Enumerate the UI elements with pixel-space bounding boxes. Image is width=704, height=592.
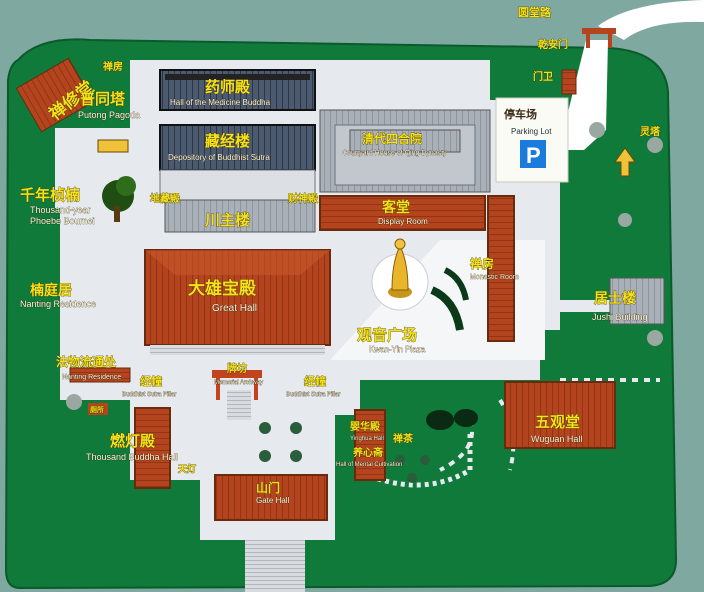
- tree-icon: [647, 330, 663, 346]
- jingchuang-right-cn: 经幢: [304, 374, 326, 388]
- yaoshi-label-en: Hall of the Medicine Buddha: [170, 98, 271, 107]
- cangjing-building[interactable]: [159, 124, 316, 201]
- qiannian-label-cn: 千年桢楠: [20, 186, 80, 204]
- chanxiu-hall[interactable]: [15, 57, 95, 133]
- chuanzhu-label: 川主楼: [204, 211, 250, 229]
- guard-label: 门卫: [533, 70, 553, 83]
- qing-courtyard[interactable]: [319, 109, 491, 193]
- jingchuang-left-en: Buddhist Sutra Pillar: [122, 392, 176, 398]
- tree-icon: [259, 450, 271, 462]
- yuantang-road[interactable]: [598, 0, 704, 40]
- yangxin-label-en: Hall of Mental Cultivation: [336, 462, 402, 468]
- yangxin-label-cn: 养心斋: [352, 446, 384, 459]
- daxiong-label-en: Great Hall: [212, 303, 257, 314]
- chuanzhu-building[interactable]: [164, 199, 316, 233]
- fawu-label-en: Nanting Residence: [62, 374, 121, 381]
- gate-icon[interactable]: [212, 370, 262, 400]
- archway-stairs: [227, 390, 251, 420]
- daxiong-label-cn: 大雄宝殿: [188, 278, 257, 299]
- gate-hall[interactable]: [214, 474, 328, 592]
- parking-icon: [520, 140, 546, 168]
- chanfang-label-cn: 禅房: [469, 256, 494, 271]
- hedge-curve: [443, 267, 469, 301]
- cangjing-label-cn: 藏经楼: [205, 132, 250, 150]
- qianan-gate[interactable]: [582, 28, 616, 48]
- tree-icon: [618, 213, 632, 227]
- parking-label-en: Parking Lot: [511, 127, 552, 136]
- tree-icon: [407, 473, 417, 483]
- jushi-building[interactable]: [609, 277, 665, 325]
- putong-label-cn: 普同塔: [80, 90, 126, 108]
- tree-icon: [259, 422, 271, 434]
- dizang-label: 地藏殿: [150, 192, 181, 205]
- ketang-label-en: Display Room: [378, 217, 428, 226]
- chanfang-top-label: 禅房: [102, 60, 123, 73]
- randeng-label-cn: 燃灯殿: [110, 432, 156, 450]
- cangjing-label-en: Depository of Buddhist Sutra: [168, 153, 270, 162]
- display-room[interactable]: [319, 195, 486, 231]
- qinghua-label-en: Courtyard House of Qing Dynasty: [342, 150, 447, 157]
- yinghua-label-cn: 婴华殿: [350, 420, 381, 433]
- parking-letter: P: [526, 143, 541, 168]
- parking-lot[interactable]: [495, 97, 569, 183]
- yuantang-road-label: 圆堂路: [518, 5, 552, 19]
- caishen-label: 财神殿: [287, 192, 319, 205]
- qiannian-label-en1: Thousand-year: [30, 205, 91, 215]
- nanting-label-cn: 楠庭居: [29, 282, 72, 299]
- great-hall[interactable]: [144, 249, 331, 355]
- chancha-label: 禅茶: [392, 432, 414, 445]
- qianan-gate-label: 乾安门: [538, 38, 568, 51]
- putong-pagoda[interactable]: [97, 139, 129, 153]
- wuguan-hall[interactable]: [504, 381, 616, 449]
- thousand-buddha-hall[interactable]: [134, 407, 171, 489]
- nanting-residence[interactable]: [60, 260, 140, 350]
- arrow-icon: [614, 147, 636, 177]
- tree-icon: [420, 455, 430, 465]
- yaoshi-hall[interactable]: [159, 69, 316, 111]
- shanmen-label-cn: 山门: [256, 480, 280, 495]
- paifang-label-cn: 牌坊: [227, 362, 247, 375]
- putong-label-en: Putong Pagoda: [78, 110, 140, 120]
- fawu-shop[interactable]: [69, 367, 131, 383]
- monastic-room[interactable]: [487, 195, 515, 342]
- paifang-label-en: Memorial Archway: [214, 380, 263, 386]
- jingchuang-right-en: Buddhist Sutra Pillar: [286, 392, 340, 398]
- jingchuang-left-cn: 经幢: [140, 374, 162, 388]
- tree-icon: [589, 122, 605, 138]
- ketang-label-cn: 客堂: [381, 199, 410, 216]
- yaoshi-label-cn: 药师殿: [205, 78, 251, 96]
- randeng-label-en: Thousand Buddha Hall: [86, 452, 178, 462]
- shanmen-label-en: Gate Hall: [256, 496, 290, 505]
- guanyin-label-cn: 观音广场: [357, 326, 417, 344]
- lotus-pond-icon: [426, 409, 478, 430]
- tree-icon: [647, 137, 663, 153]
- jushi-label-cn: 居士楼: [594, 290, 636, 307]
- yinghua-hall[interactable]: [354, 409, 386, 481]
- tree-icon: [102, 176, 136, 222]
- tree-icon: [290, 422, 302, 434]
- toilet-label: 厕所: [90, 405, 104, 414]
- statue-icon[interactable]: [388, 238, 412, 298]
- toilet-icon: [88, 403, 108, 415]
- wuguan-label-en: Wuguan Hall: [531, 434, 582, 444]
- tiandeng-label: 天灯: [178, 463, 196, 475]
- qiannian-label-en2: Phoebe Bournei: [30, 216, 95, 226]
- wuguan-label-cn: 五观堂: [535, 413, 580, 431]
- jushi-label-en: Jushi Building: [592, 312, 648, 322]
- guard-house[interactable]: [561, 69, 577, 95]
- guanyin-label-en: Kwan-Yin Plaza: [369, 345, 426, 354]
- lingta-label: 灵塔: [640, 125, 661, 138]
- qinghua-label-cn: 清代四合院: [362, 131, 422, 146]
- path-jushi: [560, 300, 610, 312]
- tree-icon: [66, 394, 82, 410]
- fawu-label-cn: 法物流通处: [56, 354, 117, 369]
- parking-label-cn: 停车场: [504, 107, 537, 121]
- tree-icon: [395, 455, 405, 465]
- chanfang-label-en: Monastic Room: [470, 274, 519, 281]
- hedge-curve: [430, 286, 464, 331]
- nanting-label-en: Nanting Residence: [20, 299, 96, 309]
- tree-icon: [290, 450, 302, 462]
- yinghua-label-en: Yinghua Hall: [350, 436, 384, 442]
